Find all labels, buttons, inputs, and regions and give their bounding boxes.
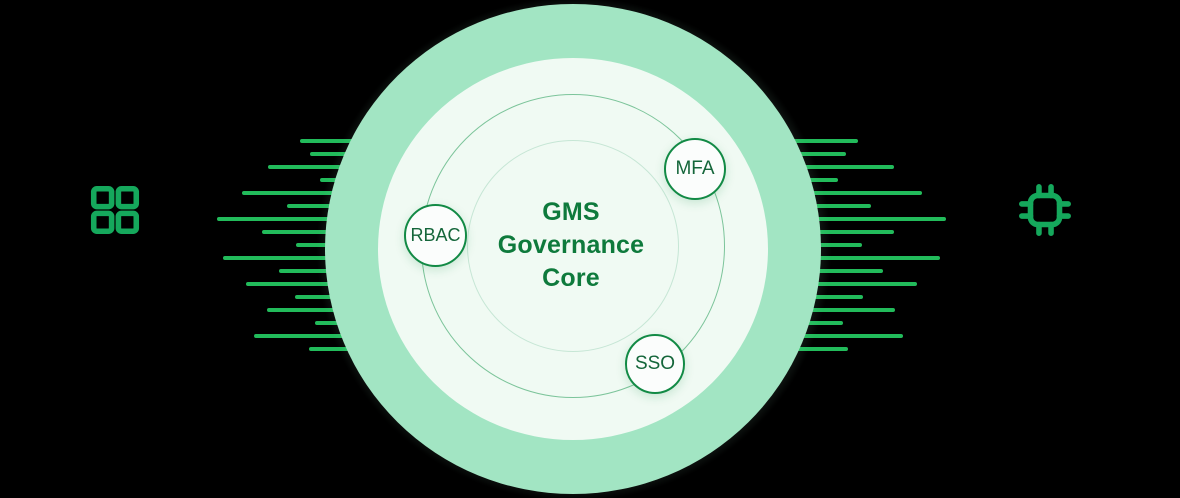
core-label-line-3: Core: [542, 264, 600, 292]
node-label-mfa: MFA: [675, 158, 715, 179]
node-badge-mfa[interactable]: MFA: [664, 138, 726, 200]
cpu-chip-icon[interactable]: [1016, 181, 1074, 239]
node-label-rbac: RBAC: [410, 225, 461, 245]
core-label: GMS Governance Core: [451, 196, 691, 295]
grid-icon[interactable]: [86, 181, 144, 239]
node-label-sso: SSO: [634, 353, 676, 374]
core-label-line-1: GMS: [542, 198, 600, 226]
core-label-line-2: Governance: [497, 231, 645, 259]
node-badge-sso[interactable]: SSO: [625, 334, 685, 394]
orbit-ring-inner: [467, 140, 679, 352]
node-badge-rbac[interactable]: RBAC: [404, 204, 467, 267]
